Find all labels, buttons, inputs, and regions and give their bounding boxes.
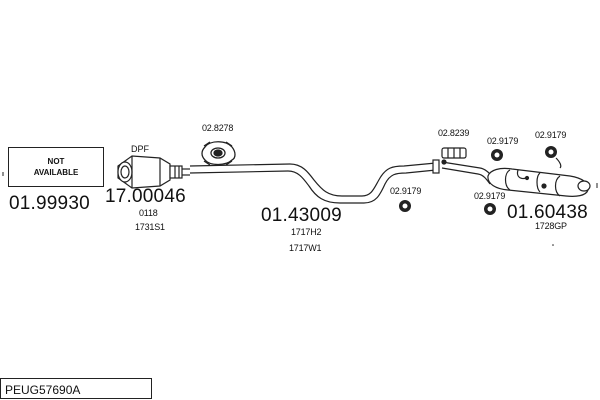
dpf-label: DPF (131, 144, 149, 154)
rubber-mount-rear-2-drawing (545, 146, 557, 158)
middle-ref-2: 1717W1 (289, 243, 322, 253)
gasket-part-number: 02.8278 (202, 123, 234, 133)
middle-pipe-drawing (189, 159, 440, 204)
not-available-box: NOT AVAILABLE (8, 147, 104, 187)
rubber-mount-rear-3-drawing (484, 203, 496, 215)
rubber-mid-part-number: 02.9179 (390, 186, 422, 196)
rubber-mount-mid-drawing (399, 200, 411, 212)
rubber-rear-2-part-number: 02.9179 (535, 130, 567, 140)
not-available-line1: NOT (47, 157, 65, 166)
dot-mark (552, 244, 554, 246)
rubber-rear-3-part-number: 02.9179 (474, 191, 506, 201)
front-part-number: 01.99930 (9, 193, 90, 214)
middle-part-number: 01.43009 (261, 205, 342, 226)
diagram-code-box: PEUG57690A (0, 378, 152, 399)
dpf-ref-2: 1731S1 (135, 222, 165, 232)
rubber-rear-1-part-number: 02.9179 (487, 136, 519, 146)
rear-silencer-drawing (441, 157, 591, 197)
dpf-part-number: 17.00046 (105, 186, 186, 207)
rubber-mount-rear-1-drawing (491, 149, 503, 161)
rear-part-number: 01.60438 (507, 202, 588, 223)
dpf-unit-drawing (117, 155, 190, 189)
middle-ref-1: 1717H2 (291, 227, 322, 237)
clamp-drawing (441, 147, 467, 165)
clamp-part-number: 02.8239 (438, 128, 470, 138)
rear-ref-1: 1728GP (535, 221, 567, 231)
gasket-drawing (201, 141, 236, 166)
not-available-line2: AVAILABLE (33, 168, 79, 177)
dpf-ref-1: 0118 (139, 208, 158, 218)
